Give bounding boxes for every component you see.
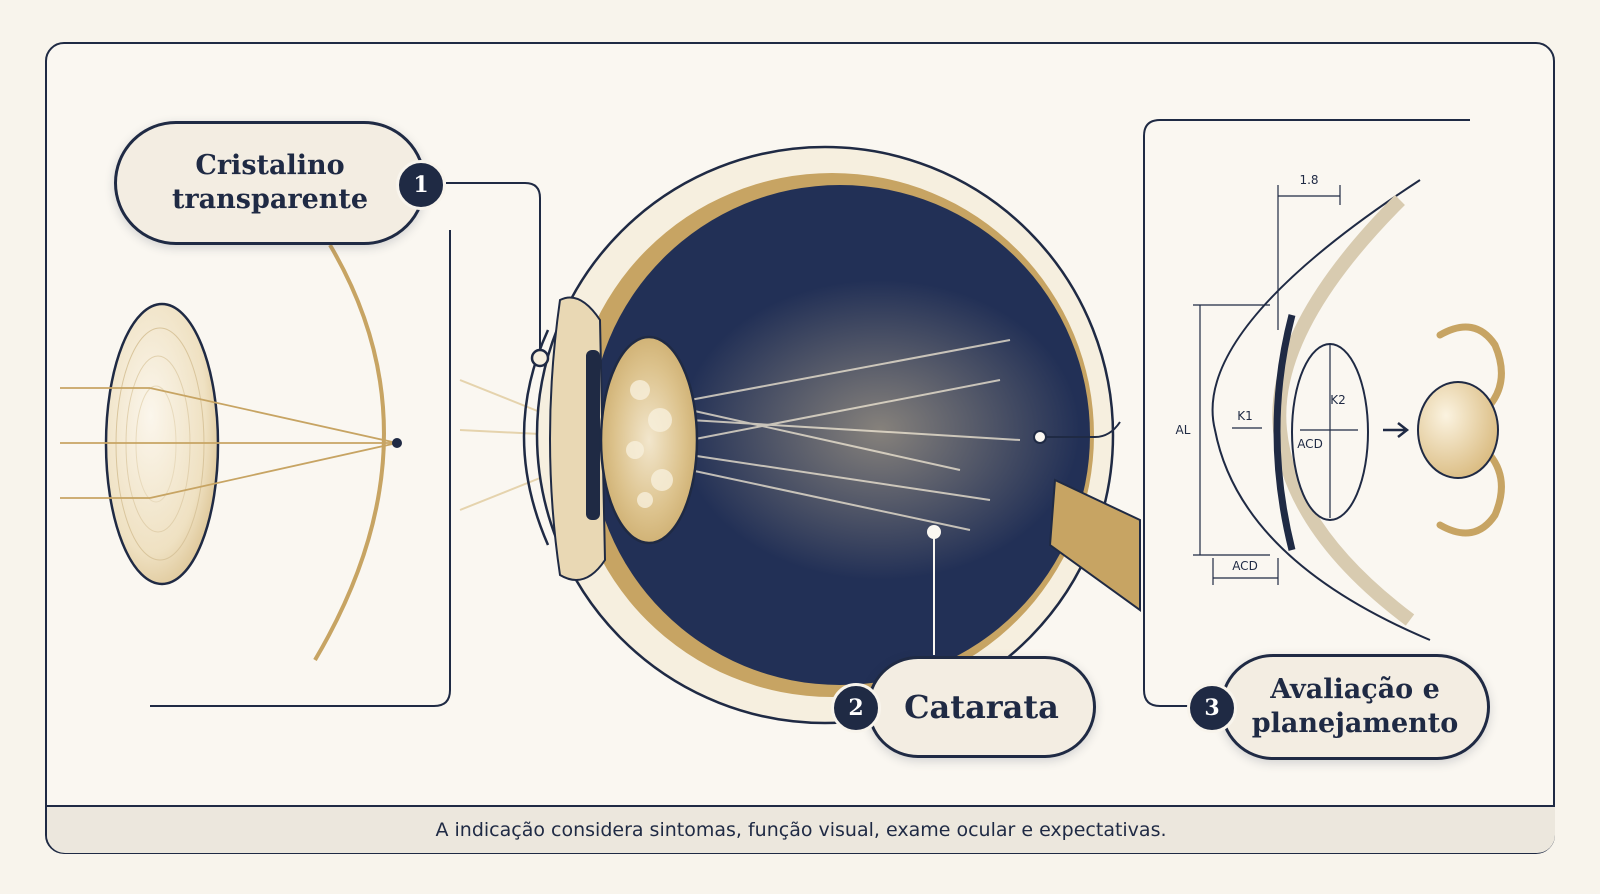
callout-3-label: Avaliação e planejamento bbox=[1251, 674, 1459, 739]
evaluation-panel: 1.8 AL K1 K2 ACD ACD bbox=[1143, 119, 1505, 707]
iol-haptic-bottom bbox=[1436, 451, 1505, 537]
callout-cataract: Catarata bbox=[867, 656, 1096, 758]
k1-label: K1 bbox=[1237, 409, 1253, 423]
connector-3 bbox=[1040, 421, 1121, 438]
iris bbox=[586, 350, 600, 520]
eye-outline bbox=[1211, 179, 1431, 641]
cataract-marker bbox=[927, 525, 941, 539]
k2-label: K2 bbox=[1330, 393, 1346, 407]
intraocular-lens bbox=[1417, 381, 1499, 479]
acd-inner-label: ACD bbox=[1297, 437, 1323, 451]
axial-length-label: AL bbox=[1176, 423, 1191, 437]
cataract-haze bbox=[680, 280, 1080, 580]
badge-1: 1 bbox=[396, 160, 446, 210]
acd-bottom-label: ACD bbox=[1232, 559, 1258, 573]
lens-ring bbox=[125, 355, 191, 533]
callout-clear-lens: Cristalino transparente bbox=[114, 121, 426, 245]
clear-lens bbox=[104, 302, 220, 586]
retina-marker bbox=[1033, 430, 1047, 444]
lens-opacities bbox=[626, 380, 673, 508]
eye-cross-section bbox=[459, 145, 1141, 725]
footer-caption: A indicação considera sintomas, função v… bbox=[47, 805, 1555, 853]
optic-nerve bbox=[1048, 478, 1141, 612]
lens-ring bbox=[135, 385, 177, 503]
focal-point bbox=[392, 438, 402, 448]
callout-evaluation: Avaliação e planejamento bbox=[1220, 654, 1490, 760]
arrow-right-icon bbox=[1383, 422, 1410, 438]
top-dimension-label: 1.8 bbox=[1299, 173, 1318, 187]
bracket-line bbox=[150, 230, 451, 707]
cloudy-lens bbox=[599, 335, 699, 545]
badge-2: 2 bbox=[831, 683, 881, 733]
callout-1-label: Cristalino transparente bbox=[171, 150, 369, 215]
cornea-marker bbox=[530, 348, 550, 368]
bracket-line-right bbox=[1143, 119, 1470, 707]
connector-1 bbox=[446, 182, 541, 356]
iris-section bbox=[1273, 314, 1296, 551]
badge-3: 3 bbox=[1187, 683, 1237, 733]
measurement-lines bbox=[1193, 185, 1358, 585]
focused-rays bbox=[60, 387, 398, 499]
callout-2-label: Catarata bbox=[904, 688, 1059, 726]
iol-haptic-top bbox=[1436, 323, 1505, 409]
scattered-rays bbox=[689, 339, 1021, 531]
clear-lens-panel bbox=[60, 230, 451, 707]
lens-ring bbox=[115, 327, 205, 561]
